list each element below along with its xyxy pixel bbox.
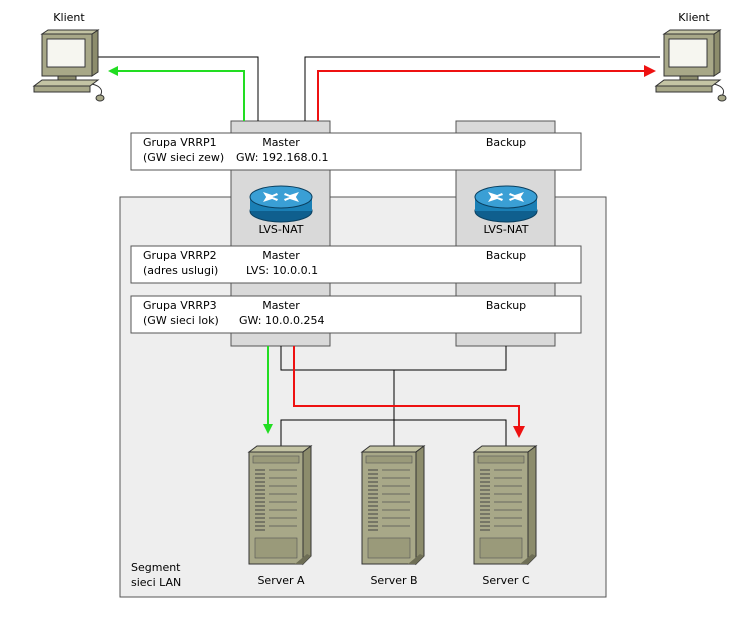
client-left-label: Klient (53, 11, 85, 24)
router-backup-icon (474, 185, 538, 223)
server-c: Server C (473, 445, 537, 587)
vrrp2-master: Master (262, 249, 300, 262)
server-a-icon (248, 445, 312, 565)
server-b-label: Server B (370, 574, 417, 587)
red-flow-lower (293, 346, 525, 438)
lan-segment-label-line1: Segment (131, 561, 181, 574)
vrrp2-backup: Backup (486, 249, 526, 262)
server-b-icon (361, 445, 425, 565)
vrrp3-master: Master (262, 299, 300, 312)
router-backup: LVS-NAT (474, 185, 538, 236)
lan-segment-label-line2: sieci LAN (131, 576, 181, 589)
client-right-pc-icon (655, 29, 727, 102)
client-right-label: Klient (678, 11, 710, 24)
red-flow-upper (317, 65, 656, 121)
vrrp2-desc: (adres uslugi) (143, 264, 218, 277)
client-left-pc-icon (33, 29, 105, 102)
vrrp3-address: GW: 10.0.0.254 (239, 314, 324, 327)
server-b: Server B (361, 445, 425, 587)
vrrp1-band (130, 132, 582, 171)
router-master-icon (249, 185, 313, 223)
vrrp1-desc: (GW sieci zew) (143, 151, 224, 164)
server-a-label: Server A (257, 574, 305, 587)
network-cabling (90, 56, 660, 446)
vrrp1-name: Grupa VRRP1 (143, 136, 217, 149)
router-master-label: LVS-NAT (258, 223, 303, 236)
router-master: LVS-NAT (249, 185, 313, 236)
server-c-label: Server C (482, 574, 530, 587)
vrrp1-address: GW: 192.168.0.1 (236, 151, 328, 164)
vrrp2-name: Grupa VRRP2 (143, 249, 217, 262)
server-c-icon (473, 445, 537, 565)
vrrp3-desc: (GW sieci lok) (143, 314, 219, 327)
green-flow-upper (108, 66, 245, 121)
vrrp3-backup: Backup (486, 299, 526, 312)
vrrp1-master: Master (262, 136, 300, 149)
vrrp1-backup: Backup (486, 136, 526, 149)
server-a: Server A (248, 445, 312, 587)
vrrp3-band (130, 295, 582, 334)
vrrp3-name: Grupa VRRP3 (143, 299, 217, 312)
router-backup-label: LVS-NAT (483, 223, 528, 236)
client-left: Klient (33, 11, 105, 102)
vrrp2-band (130, 245, 582, 284)
vrrp2-address: LVS: 10.0.0.1 (246, 264, 318, 277)
client-right: Klient (655, 11, 727, 102)
